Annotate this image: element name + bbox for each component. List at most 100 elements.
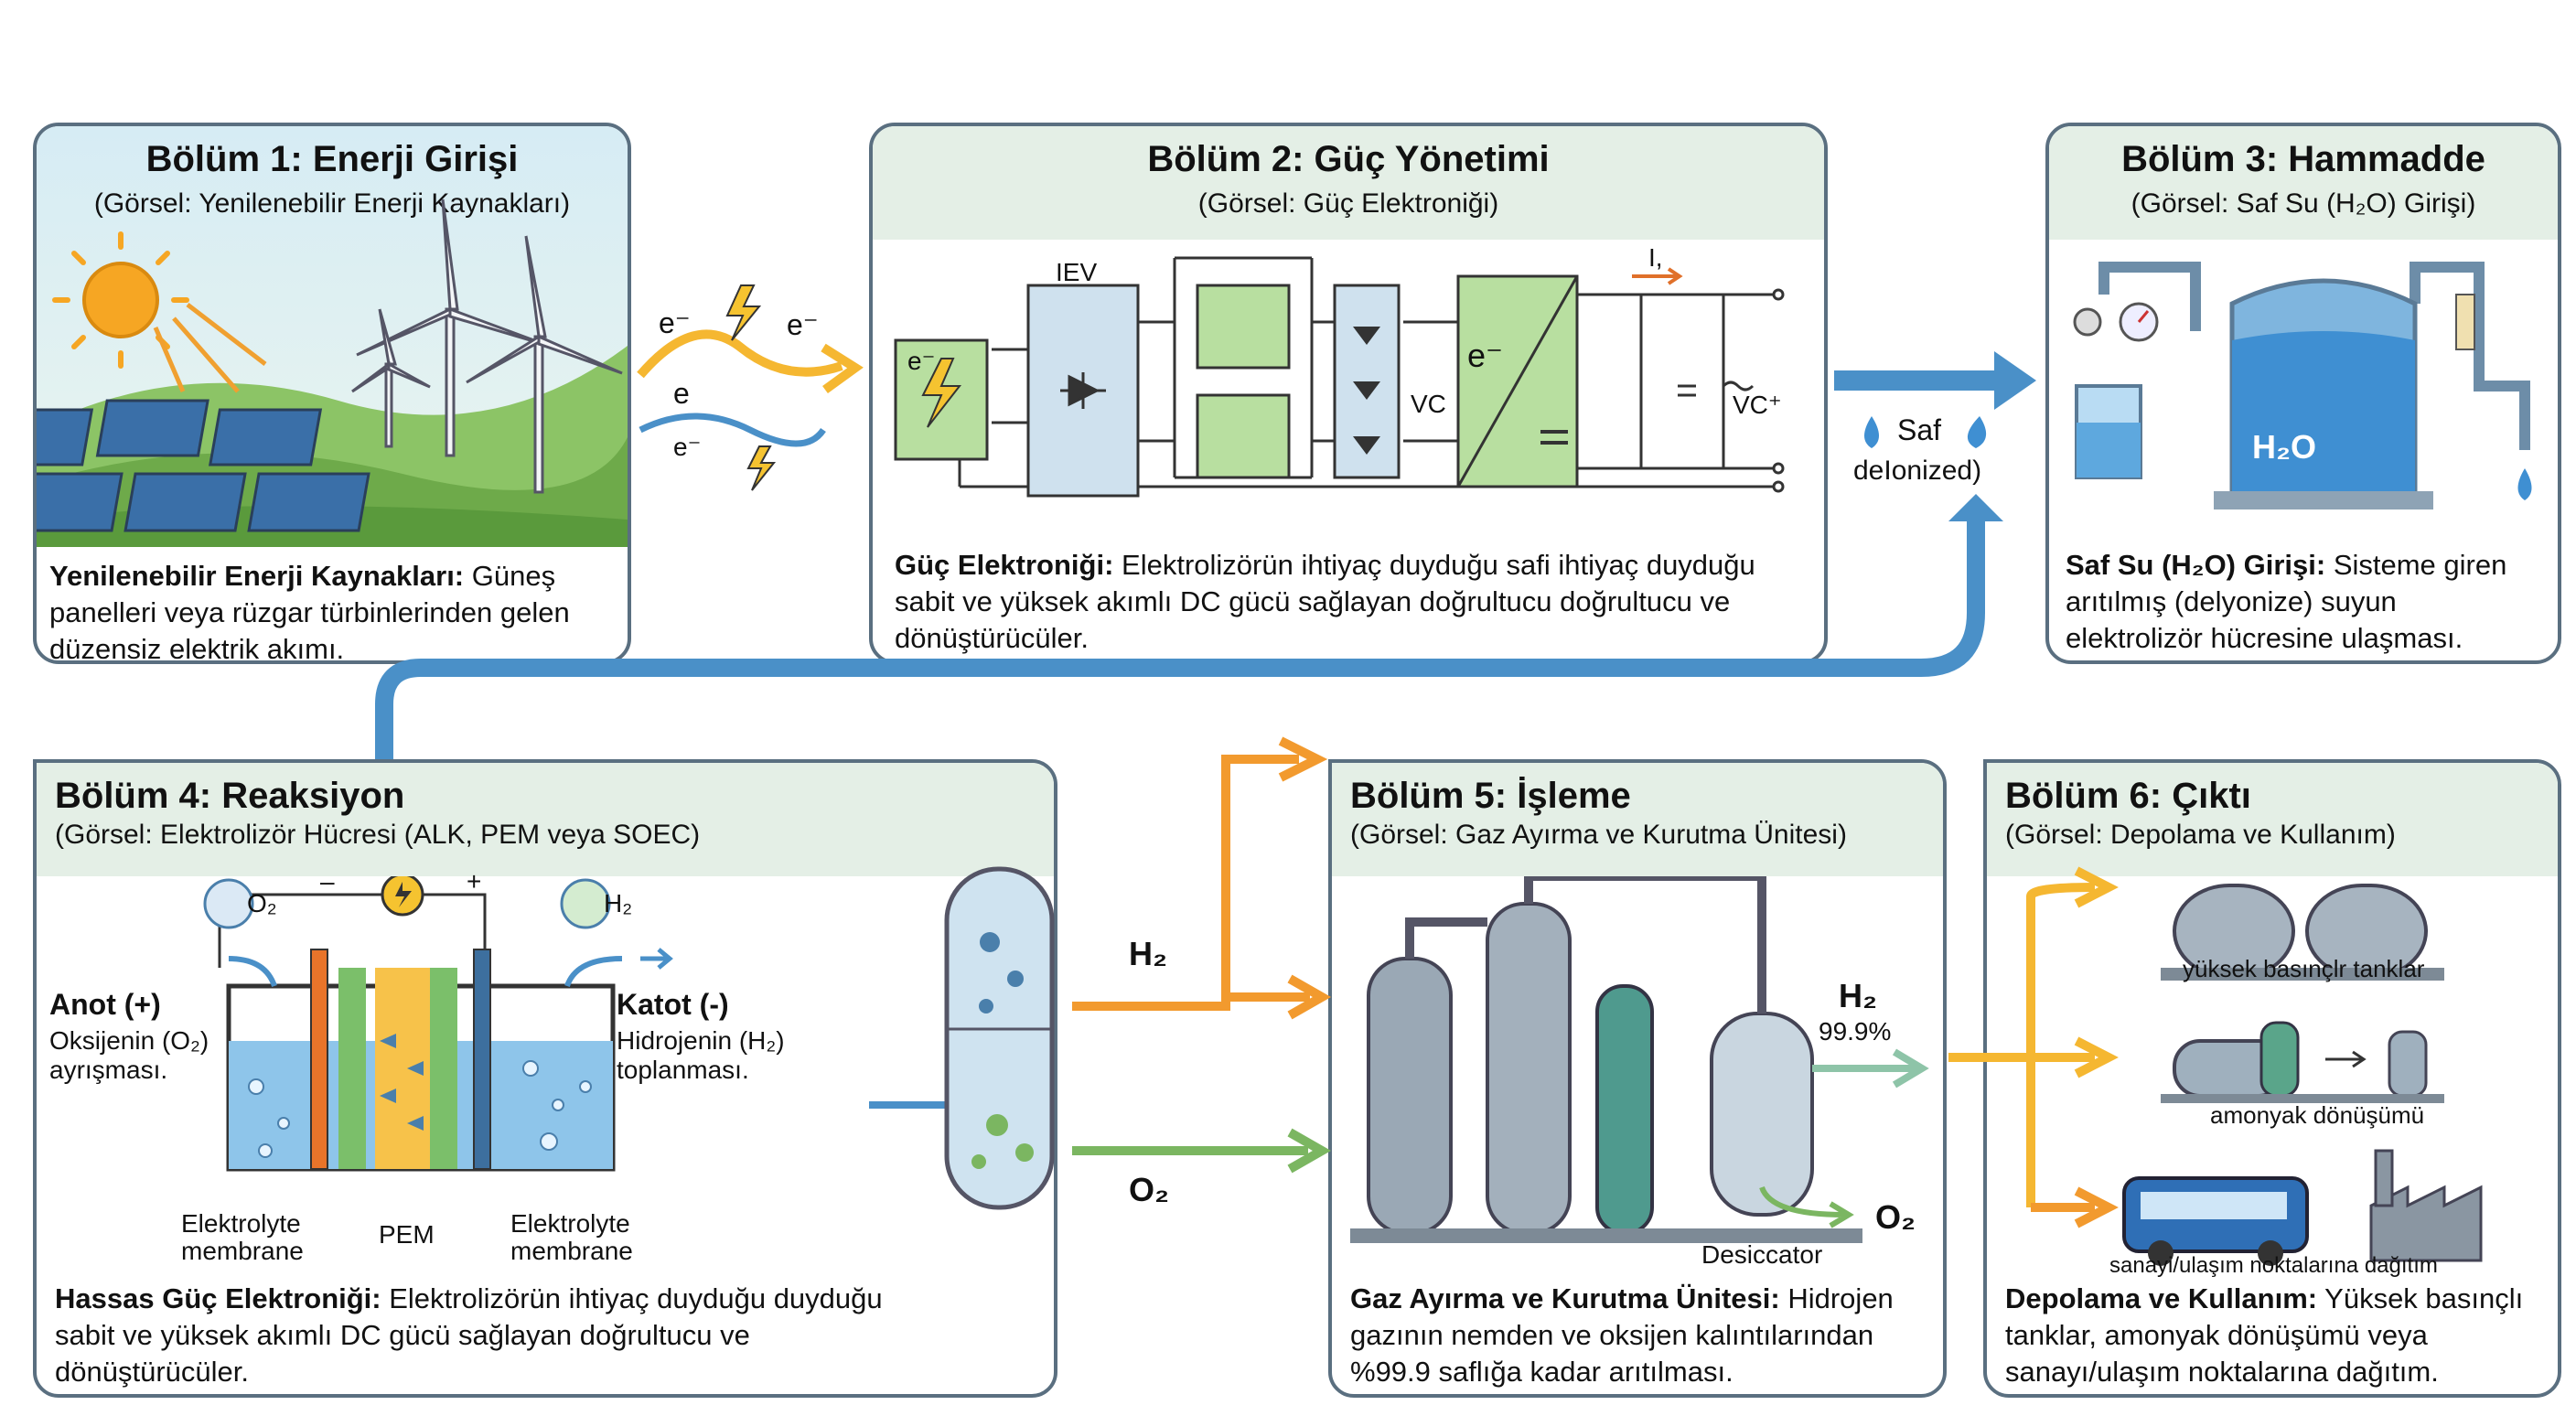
h2-product-label: H₂ xyxy=(1839,977,1877,1014)
section-4-title: Bölüm 4: Reaksiyon xyxy=(55,776,405,816)
water-tank-illustration xyxy=(2073,262,2532,509)
anot-desc-1: Oksijenin (O₂) xyxy=(49,1026,209,1055)
section-3-desc-text: Sisteme giren arıtılmış (delyonize) suyu… xyxy=(2066,549,2507,654)
anot-label: Anot (+) xyxy=(49,988,161,1021)
section-1-description: Yenilenebilir Enerji Kaynakları: Güneş p… xyxy=(49,558,617,660)
lightning-icon-2 xyxy=(746,445,777,491)
current-arrow-icon xyxy=(1632,267,1683,285)
solar-panel-icon xyxy=(37,399,370,532)
katot-desc-1: Hidrojenin (H₂) xyxy=(617,1026,785,1055)
igbt-top-block xyxy=(1196,284,1291,370)
gas-separator-column xyxy=(944,866,1055,1210)
section-2-panel: Bölüm 2: Güç Yönetimi (Görsel: Güç Elekt… xyxy=(869,123,1828,664)
storage-tank-icon xyxy=(2161,884,2444,981)
water-drop-icon xyxy=(2517,468,2532,500)
electrolyte-left-1: Elektrolyte xyxy=(181,1209,301,1238)
anode-electrode xyxy=(310,949,328,1170)
power-plus-label: + xyxy=(467,867,482,896)
section-4-header xyxy=(37,763,1054,876)
renewable-energy-illustration xyxy=(37,198,628,547)
o2-flow-label: O₂ xyxy=(1129,1171,1169,1208)
tanks-label: yüksek basınçlr tanklar xyxy=(2183,955,2425,982)
tank-h2o-label: H₂O xyxy=(2252,428,2316,466)
converter-e-label: e⁻ xyxy=(1467,337,1504,374)
section-4-desc-text: Elektrolizörün ihtiyaç duyduğu duyduğu s… xyxy=(55,1282,883,1388)
electrolyte-right-2: membrane xyxy=(510,1237,633,1265)
vc-label: VC xyxy=(1411,390,1446,418)
section-5-description: Gaz Ayırma ve Kurutma Ünitesi: Hidrojen … xyxy=(1350,1281,1927,1390)
sun-icon xyxy=(52,231,189,369)
section-1-subtitle: (Görsel: Yenilenebilir Enerji Kaynakları… xyxy=(93,188,571,219)
current-label: I, xyxy=(1648,243,1663,272)
section-5-header xyxy=(1332,763,1943,876)
section-4-description: Hassas Güç Elektroniği: Elektrolizörün i… xyxy=(55,1281,896,1390)
sunray-arrows xyxy=(153,303,267,393)
gas-drying-unit-illustration xyxy=(1350,876,1929,1243)
section-4-panel: Bölüm 4: Reaksiyon (Görsel: Elektrolizör… xyxy=(33,759,1057,1398)
section-3-title: Bölüm 3: Hammadde xyxy=(2121,139,2485,179)
electrolyte-right-1: Elektrolyte xyxy=(510,1209,630,1238)
section-6-desc-bold: Depolama ve Kullanım: xyxy=(2005,1282,2318,1314)
section-6-description: Depolama ve Kullanım: Yüksek basınçlı ta… xyxy=(2005,1281,2545,1390)
energy-e-label-4: e⁻ xyxy=(673,433,702,461)
section-5-desc-bold: Gaz Ayırma ve Kurutma Ünitesi: xyxy=(1350,1282,1780,1314)
section-2-header xyxy=(873,126,1824,240)
desiccator-vessel xyxy=(1710,1012,1814,1217)
katot-desc-2: toplanması. xyxy=(617,1056,749,1084)
lightning-icon-1 xyxy=(725,284,762,341)
section-4-subtitle: (Görsel: Elektrolizör Hücresi (ALK, PEM … xyxy=(55,820,701,850)
power-electronics-circuit xyxy=(894,256,1785,498)
h2-output-arrow xyxy=(1812,1048,1929,1089)
electrolyte-left-2: membrane xyxy=(181,1237,304,1265)
deionized-label: deIonized) xyxy=(1853,456,1982,486)
section-6-subtitle: (Görsel: Depolama ve Kullanım) xyxy=(2005,820,2396,850)
section-2-title: Bölüm 2: Güç Yönetimi xyxy=(1147,139,1550,179)
h2-bubble-icon xyxy=(560,878,611,929)
section-1-panel: Bölüm 1: Enerji Girişi (Görsel: Yenilene… xyxy=(33,123,631,664)
section-4-desc-bold: Hassas Güç Elektroniği: xyxy=(55,1282,381,1314)
storage-and-usage-illustration xyxy=(2122,884,2483,1266)
energy-flow-arrow-blue xyxy=(639,413,826,447)
section-6-title: Bölüm 6: Çıktı xyxy=(2005,776,2251,816)
section-2-description: Güç Elektroniği: Elektrolizörün ihtiyaç … xyxy=(895,547,1809,657)
ammonia-plant-icon xyxy=(2161,1021,2444,1103)
h2-flow-label: H₂ xyxy=(1129,935,1167,972)
energy-e-label-1: e⁻ xyxy=(659,306,691,339)
e-minus-source-label: e⁻ xyxy=(907,347,936,375)
bus-icon xyxy=(2122,1176,2309,1266)
iev-label: IEV xyxy=(1056,258,1098,286)
power-minus-label: – xyxy=(320,867,335,896)
water-drop-icon-3 xyxy=(1864,416,1879,448)
section-1-title: Bölüm 1: Enerji Girişi xyxy=(145,139,519,179)
section-3-desc-bold: Saf Su (H₂O) Girişi: xyxy=(2066,549,2326,581)
electrolyzer-cell-illustration xyxy=(203,876,999,1172)
energy-e-label-3: e xyxy=(673,377,690,410)
section-5-subtitle: (Görsel: Gaz Ayırma ve Kurutma Ünitesi) xyxy=(1350,820,1847,850)
section-1-desc-bold: Yenilenebilir Enerji Kaynakları: xyxy=(49,560,465,592)
lightning-icon xyxy=(921,358,962,428)
section-2-subtitle: (Görsel: Güç Elektroniği) xyxy=(1197,188,1499,219)
katot-label: Katot (-) xyxy=(617,988,729,1021)
section-3-description: Saf Su (H₂O) Girişi: Sisteme giren arıtı… xyxy=(2066,547,2541,657)
section-5-title: Bölüm 5: İşleme xyxy=(1350,776,1631,816)
section-3-header xyxy=(2049,126,2558,240)
section-3-subtitle: (Görsel: Saf Su (H₂O) Girişi) xyxy=(2131,188,2476,219)
ammonia-label: amonyak dönüşümü xyxy=(2210,1101,2425,1129)
water-drop-icon-2 xyxy=(1967,416,1987,448)
section-5-panel: Bölüm 5: İşleme (Görsel: Gaz Ayırma ve K… xyxy=(1328,759,1947,1398)
section-6-panel: Bölüm 6: Çıktı (Görsel: Depolama ve Kull… xyxy=(1983,759,2561,1398)
desiccator-label: Desiccator xyxy=(1701,1240,1823,1269)
anot-desc-2: ayrışması. xyxy=(49,1056,168,1084)
o2-output-arrow xyxy=(1759,1185,1854,1228)
distribution-label: sanayi/ulaşım noktalarına dağıtım xyxy=(2109,1253,2438,1278)
pressure-gauge-icon xyxy=(2119,302,2159,342)
igbt-bottom-block xyxy=(1196,393,1291,479)
pem-label: PEM xyxy=(379,1220,435,1249)
cathode-electrode xyxy=(473,949,491,1170)
section-6-desc-text: Yüksek basınçlı tanklar, amonyak dönüşüm… xyxy=(2005,1282,2524,1388)
energy-e-label-2: e⁻ xyxy=(787,308,819,341)
wind-turbine-icon xyxy=(351,198,623,494)
vc-plus-label: VC⁺ xyxy=(1733,391,1782,419)
o2-bubble-label: O₂ xyxy=(247,889,277,917)
